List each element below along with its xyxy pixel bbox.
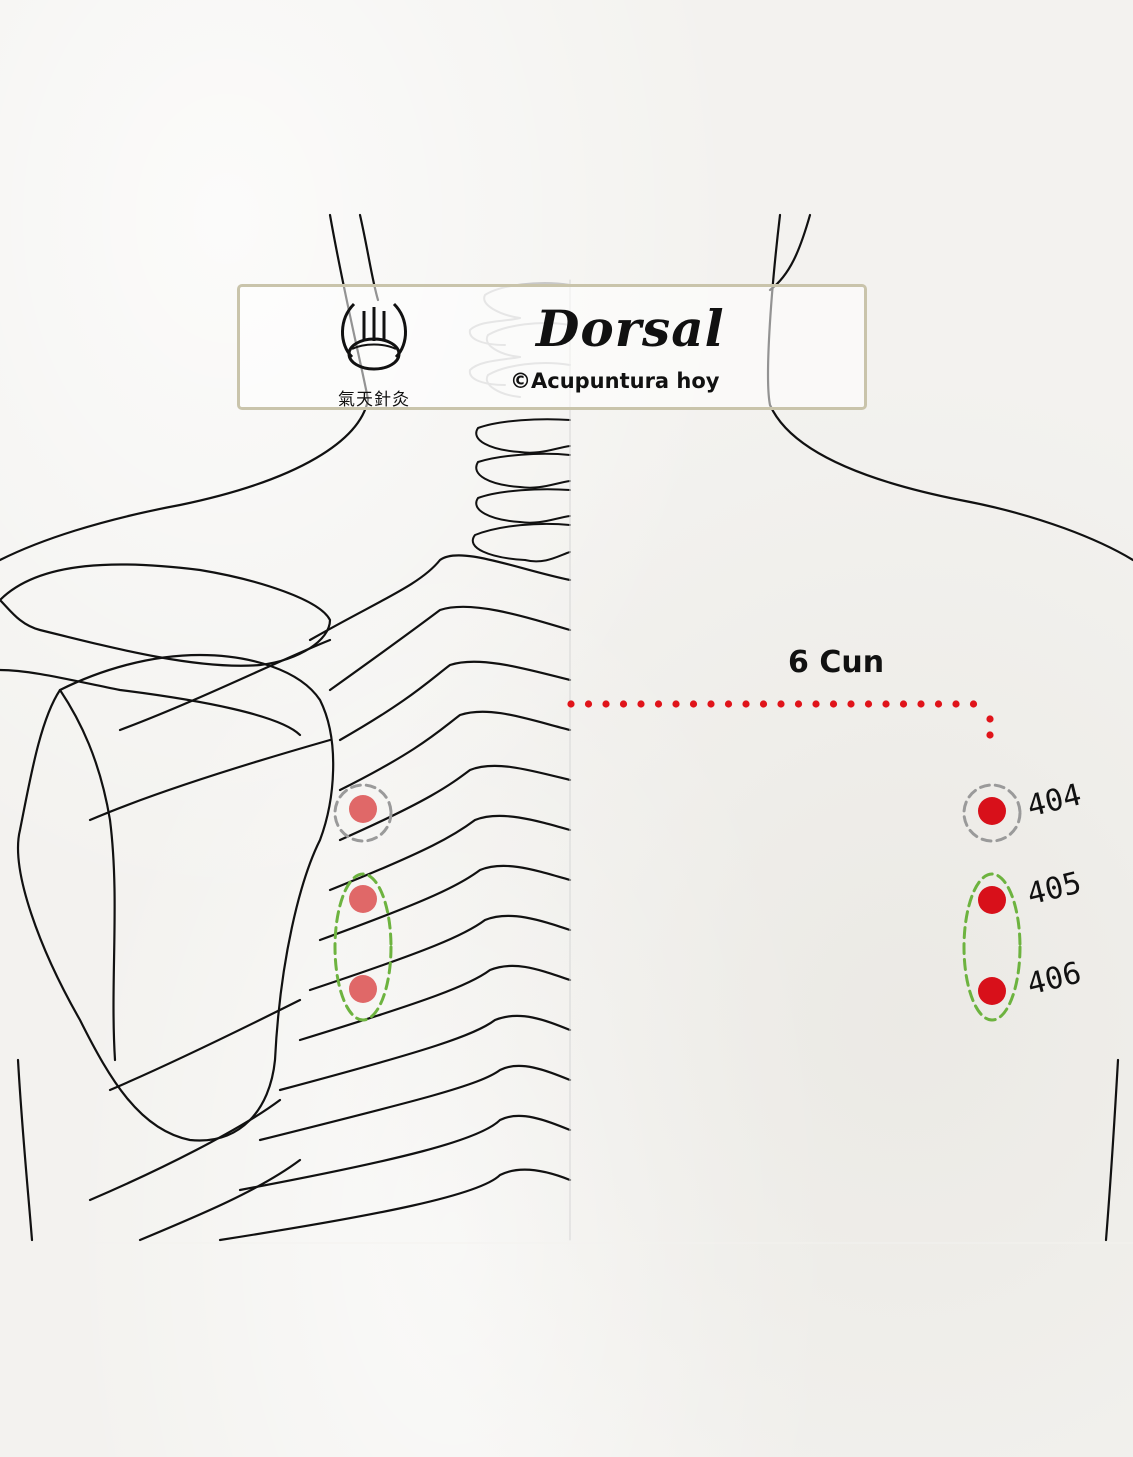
needle-cup-icon: [341, 302, 407, 371]
right-points-405-406-ring: [962, 872, 1022, 1022]
acromion: [0, 668, 302, 737]
measurement-dot: [969, 700, 978, 708]
measurement-dot: [864, 700, 873, 708]
measurement-dot: [689, 700, 698, 708]
left-torso-side: [16, 1058, 34, 1242]
measurement-dot: [707, 700, 715, 708]
measurement-dot: [952, 700, 960, 708]
scapula-inner: [58, 688, 117, 1062]
right-point-404: [978, 797, 1006, 825]
measurement-dot: [567, 700, 575, 708]
measurement-dot: [724, 700, 733, 708]
measurement-dot: [602, 700, 610, 708]
left-points: [333, 783, 393, 1022]
left-point-404-ring: [333, 783, 393, 843]
measurement-dot: [934, 700, 943, 708]
measurement-dot: [654, 700, 663, 708]
right-point-406: [978, 977, 1006, 1005]
measurement-dot: [794, 700, 803, 708]
copyright-text: ©Acupuntura hoy: [510, 369, 720, 393]
scapular-spine: [0, 563, 332, 667]
measurement-dot: [917, 700, 925, 708]
measurement-dot: [619, 700, 628, 708]
right-point-404-ring: [962, 783, 1022, 843]
title-card: 氣天針灸 Dorsal ©Acupuntura hoy: [237, 284, 867, 410]
measurement-dotted-line: [567, 700, 994, 739]
measurement-dot: [759, 700, 768, 708]
measurement-dot: [742, 700, 750, 708]
right-point-405: [978, 886, 1006, 914]
measurement-dot: [777, 700, 785, 708]
scapula: [16, 653, 335, 1142]
left-point-405: [349, 885, 377, 913]
right-points: [962, 783, 1022, 1022]
measurement-dot: [899, 700, 908, 708]
measurement-dot: [847, 700, 855, 708]
measurement-dot: [829, 700, 838, 708]
left-points-405-406-ring: [333, 872, 393, 1022]
measurement-dot: [672, 700, 680, 708]
clinic-logo: 氣天針灸: [322, 295, 426, 410]
measurement-dot: [812, 700, 820, 708]
right-torso-side: [1104, 1058, 1120, 1242]
left-ribs: [88, 554, 572, 1242]
left-point-406: [349, 975, 377, 1003]
upper-spine: [471, 418, 571, 563]
measurement-dot: [986, 715, 994, 723]
page-title: Dorsal: [536, 299, 725, 358]
measurement-label: 6 Cun: [788, 645, 885, 680]
measurement-dot: [584, 700, 593, 708]
logo-text: 氣天針灸: [338, 390, 410, 410]
measurement-dot: [986, 731, 994, 739]
left-point-404: [349, 795, 377, 823]
measurement-dot: [882, 700, 890, 708]
measurement-dot: [637, 700, 645, 708]
